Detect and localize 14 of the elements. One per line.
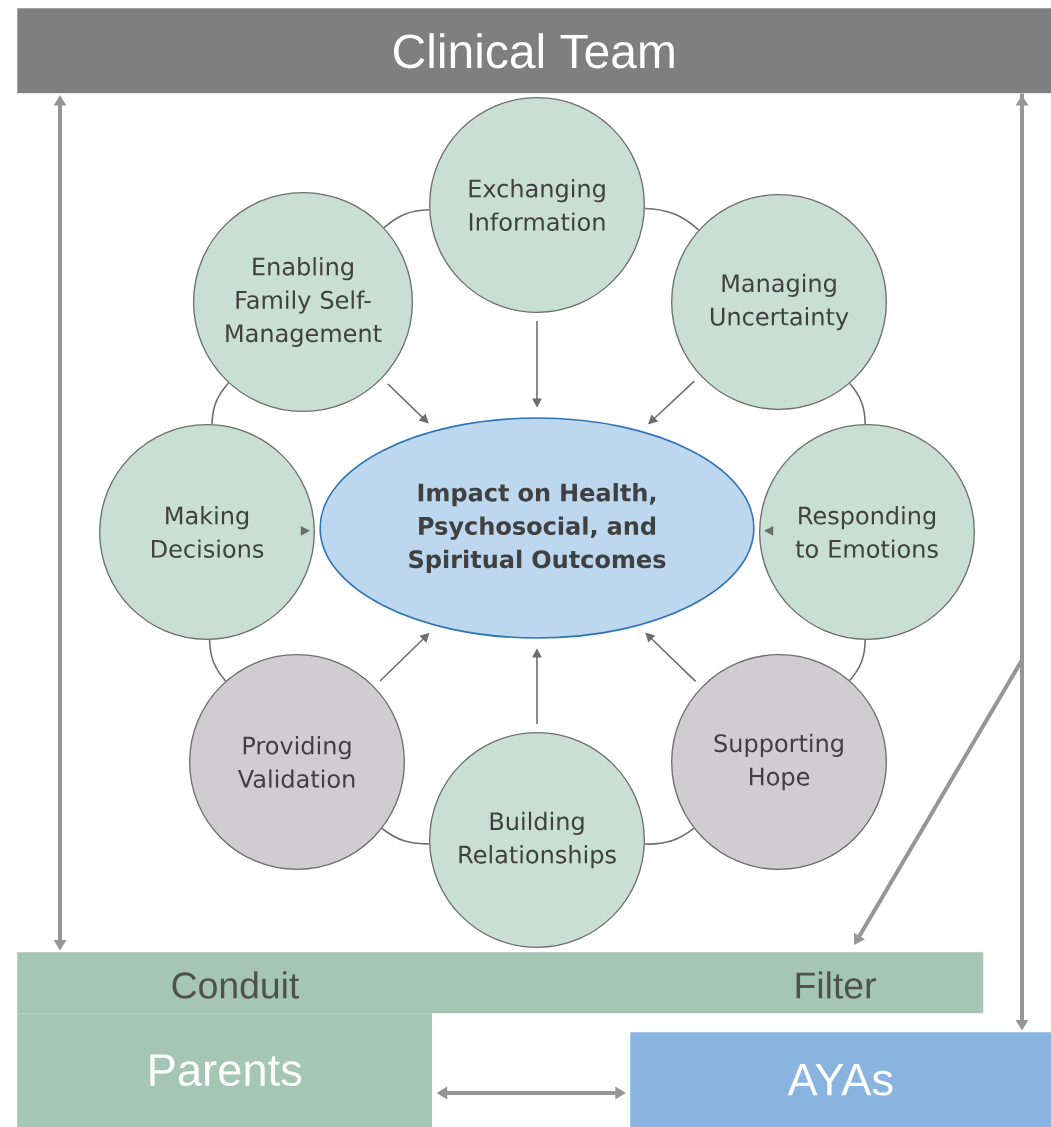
connector-line [383,208,430,229]
connector-line [211,382,230,425]
role-band: Conduit Filter [17,952,984,1014]
header-bar: Clinical Team [17,8,1051,94]
connector-line [644,827,695,845]
connector-line [381,827,430,845]
connector-line [848,382,867,425]
connector-line [208,639,227,682]
header-bar: AYAs [630,1032,1051,1127]
connector-line [848,639,867,682]
node-label: Parents [150,1054,302,1087]
arrow [387,383,429,424]
role-box: Parents [17,1013,433,1127]
connector-line [644,207,700,231]
